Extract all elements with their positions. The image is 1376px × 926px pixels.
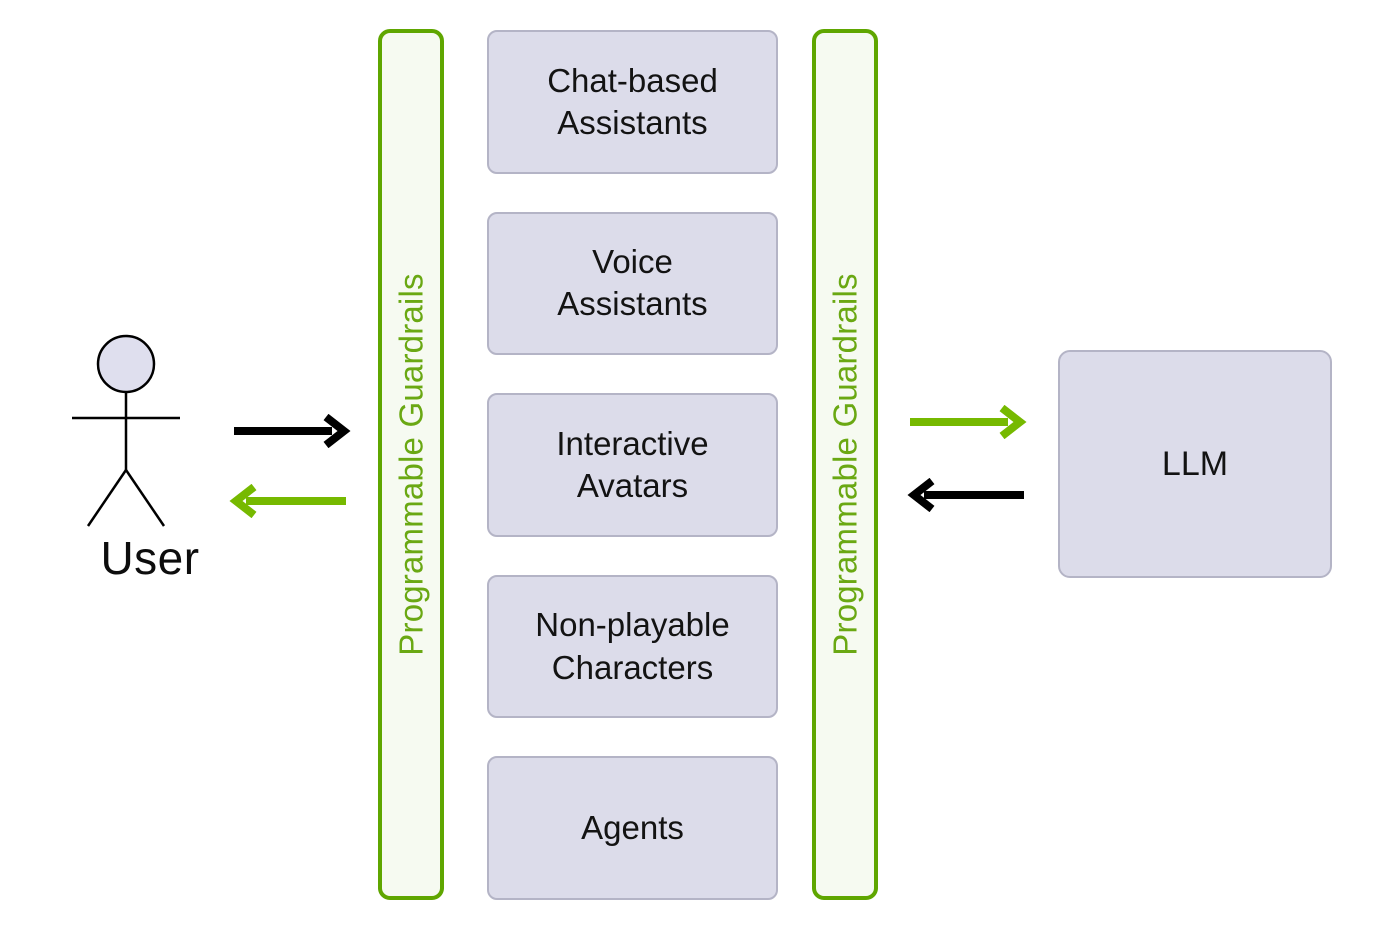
user-actor: User bbox=[60, 330, 250, 590]
llm-label: LLM bbox=[1161, 444, 1229, 483]
guardrail-left-label: Programmable Guardrails bbox=[392, 273, 430, 656]
guardrails-to-user-response-arrow bbox=[228, 484, 348, 518]
llm-box[interactable]: LLM bbox=[1058, 350, 1332, 578]
guardrail-bar-right[interactable]: Programmable Guardrails bbox=[812, 29, 878, 900]
use-case-label: Agents bbox=[581, 809, 684, 847]
guardrail-bar-left[interactable]: Programmable Guardrails bbox=[378, 29, 444, 900]
guardrails-to-llm-request-arrow bbox=[908, 405, 1028, 439]
use-case-box-agents[interactable]: Agents bbox=[487, 756, 778, 900]
llm-to-guardrails-response-arrow bbox=[906, 478, 1026, 512]
stick-figure-person-icon bbox=[72, 334, 180, 527]
guardrail-right-label: Programmable Guardrails bbox=[826, 273, 864, 656]
user-label: User bbox=[100, 532, 200, 584]
user-to-guardrails-request-arrow bbox=[232, 414, 352, 448]
